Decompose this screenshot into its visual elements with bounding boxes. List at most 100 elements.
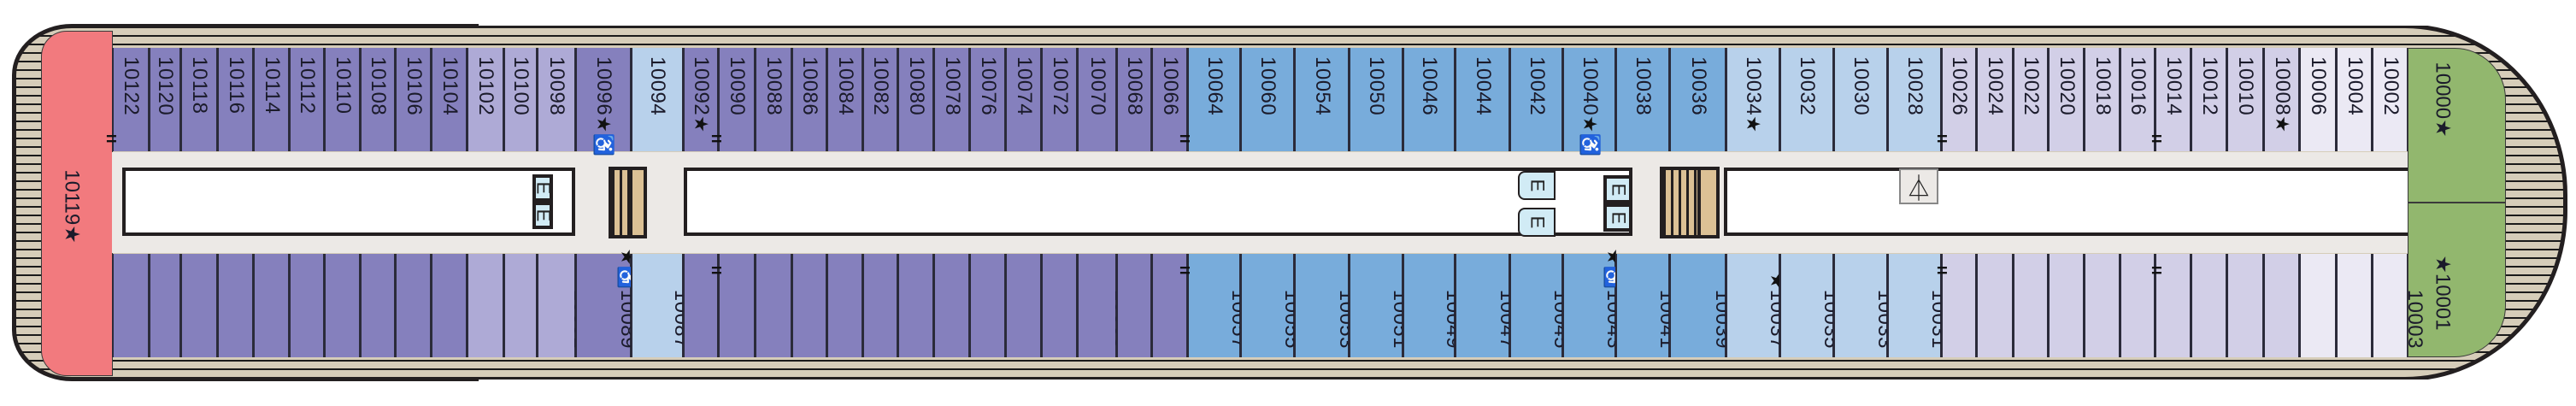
cabin-10102[interactable]: 10102 <box>467 48 503 151</box>
cabin-10029[interactable]: 10029 <box>1941 254 1995 357</box>
cabin-10054[interactable]: 10054 <box>1294 48 1349 151</box>
cabin-10032[interactable]: 10032 <box>1779 48 1833 151</box>
cabin-10111[interactable]: 10111 <box>180 254 235 357</box>
laundry-room[interactable]: ⏃ <box>1899 168 1938 204</box>
cabin-10031[interactable]: 10031 <box>1887 254 1950 357</box>
cabin-10030[interactable]: 10030 <box>1833 48 1887 151</box>
cabin-10109[interactable]: 10109 <box>217 254 272 357</box>
staircase-mid[interactable] <box>1660 167 1701 238</box>
cabin-10089[interactable]: ★♿10089 <box>575 249 639 357</box>
cabin-10039[interactable]: 10039 <box>1669 254 1734 357</box>
cabin-10019[interactable]: 10019 <box>2120 254 2173 357</box>
cabin-10075[interactable]: 10075 <box>862 254 916 357</box>
cabin-10010[interactable]: 10010 <box>2226 48 2263 151</box>
staircase-aft[interactable] <box>609 167 632 238</box>
cabin-10076[interactable]: 10076 <box>969 48 1005 151</box>
cabin-10094[interactable]: 10094 <box>631 48 683 151</box>
cabin-10021[interactable]: 10021 <box>2084 254 2138 357</box>
cabin-10036[interactable]: 10036 <box>1669 48 1726 151</box>
cabin-10015[interactable]: 10015 <box>2191 254 2245 357</box>
cabin-10071[interactable]: 10071 <box>933 254 988 357</box>
cabin-10122[interactable]: 10122 <box>112 48 149 151</box>
cabin-10104[interactable]: 10104 <box>431 48 467 151</box>
cabin-10083[interactable]: 10083 <box>718 254 773 357</box>
cabin-10103[interactable]: 10103 <box>324 254 379 357</box>
cabin-10093[interactable]: 10093 <box>503 254 556 357</box>
cabin-10078[interactable]: 10078 <box>933 48 969 151</box>
cabin-10022[interactable]: 10022 <box>2013 48 2048 151</box>
cabin-10115[interactable]: 10115 <box>149 254 201 357</box>
cabin-10014[interactable]: 10014 <box>2155 48 2191 151</box>
cabin-10060[interactable]: 10060 <box>1240 48 1294 151</box>
cabin-10096[interactable]: 10096★♿ <box>575 48 631 156</box>
cabin-10050[interactable]: 10050 <box>1349 48 1403 151</box>
cabin-10065[interactable]: 10065 <box>1041 254 1096 357</box>
cabin-10084[interactable]: 10084 <box>826 48 862 151</box>
cabin-10037[interactable]: ★10037 <box>1726 254 1789 357</box>
cabin-10066[interactable]: 10066 <box>1151 48 1187 151</box>
cabin-10077[interactable]: 10077 <box>826 254 881 357</box>
cabin-10034[interactable]: 10034★ <box>1726 48 1779 151</box>
cabin-10074[interactable]: 10074 <box>1005 48 1041 151</box>
cabin-10044[interactable]: 10044 <box>1455 48 1509 151</box>
cabin-10098[interactable]: 10098 <box>537 48 575 151</box>
cabin-10049[interactable]: 10049 <box>1403 254 1465 357</box>
cabin-10082[interactable]: 10082 <box>862 48 897 151</box>
cabin-10018[interactable]: 10018 <box>2084 48 2120 151</box>
cabin-10070[interactable]: 10070 <box>1077 48 1116 151</box>
cabin-10040[interactable]: 10040★♿ <box>1562 48 1615 156</box>
cabin-10092[interactable]: 10092★ <box>683 48 718 151</box>
suite-10001[interactable]: ★10001 <box>2408 203 2506 357</box>
cabin-10061[interactable]: 10061 <box>1116 254 1170 357</box>
cabin-10007[interactable]: 10007 <box>2299 254 2354 357</box>
cabin-10090[interactable]: 10090 <box>718 48 755 151</box>
suite-10119[interactable]: 10119★ <box>41 31 113 376</box>
cabin-10020[interactable]: 10020 <box>2048 48 2084 151</box>
cabin-10003[interactable]: 10003 <box>2372 254 2426 357</box>
cabin-10106[interactable]: 10106 <box>395 48 431 151</box>
cabin-10012[interactable]: 10012 <box>2191 48 2226 151</box>
cabin-10064[interactable]: 10064 <box>1187 48 1240 151</box>
cabin-10091[interactable]: 10091 <box>537 254 592 357</box>
cabin-10027[interactable]: 10027 <box>1976 254 2031 357</box>
cabin-10120[interactable]: 10120 <box>149 48 180 151</box>
cabin-10067[interactable]: 10067 <box>1005 254 1060 357</box>
cabin-10046[interactable]: 10046 <box>1403 48 1455 151</box>
cabin-10026[interactable]: 10026 <box>1941 48 1976 151</box>
cabin-10055[interactable]: 10055 <box>1240 254 1303 357</box>
cabin-10088[interactable]: 10088 <box>755 48 791 151</box>
cabin-10097[interactable]: 10097 <box>431 254 485 357</box>
cabin-10035[interactable]: 10035 <box>1779 254 1843 357</box>
cabin-10080[interactable]: 10080 <box>897 48 933 151</box>
cabin-10072[interactable]: 10072 <box>1041 48 1077 151</box>
cabin-10068[interactable]: 10068 <box>1116 48 1151 151</box>
cabin-10024[interactable]: 10024 <box>1976 48 2013 151</box>
cabin-10016[interactable]: 10016 <box>2120 48 2155 151</box>
cabin-10004[interactable]: 10004 <box>2336 48 2372 151</box>
cabin-10063[interactable]: 10063 <box>1077 254 1133 357</box>
cabin-10033[interactable]: 10033 <box>1833 254 1897 357</box>
cabin-10117[interactable]: 10117 <box>112 254 167 357</box>
cabin-10099[interactable]: 10099 <box>395 254 450 357</box>
cabin-10107[interactable]: 10107 <box>253 254 308 357</box>
cabin-10045[interactable]: 10045 <box>1509 254 1573 357</box>
cabin-10053[interactable]: 10053 <box>1294 254 1358 357</box>
cabin-10100[interactable]: 10100 <box>503 48 537 151</box>
cabin-10023[interactable]: 10023 <box>2048 254 2103 357</box>
cabin-10069[interactable]: 10069 <box>969 254 1024 357</box>
cabin-10105[interactable]: 10105 <box>289 254 343 357</box>
cabin-10079[interactable]: 10079 <box>791 254 845 357</box>
cabin-10059[interactable]: 10059 <box>1151 254 1206 357</box>
cabin-10073[interactable]: 10073 <box>897 254 952 357</box>
cabin-10041[interactable]: 10041 <box>1615 254 1679 357</box>
cabin-10009[interactable]: ★10009 <box>2263 254 2318 357</box>
cabin-10017[interactable]: 10017 <box>2155 254 2209 357</box>
cabin-10038[interactable]: 10038 <box>1615 48 1669 151</box>
cabin-10116[interactable]: 10116 <box>217 48 253 151</box>
cabin-10042[interactable]: 10042 <box>1509 48 1562 151</box>
cabin-10110[interactable]: 10110 <box>324 48 360 151</box>
cabin-10006[interactable]: 10006 <box>2299 48 2336 151</box>
cabin-10008[interactable]: 10008★ <box>2263 48 2299 151</box>
cabin-10047[interactable]: 10047 <box>1455 254 1519 357</box>
